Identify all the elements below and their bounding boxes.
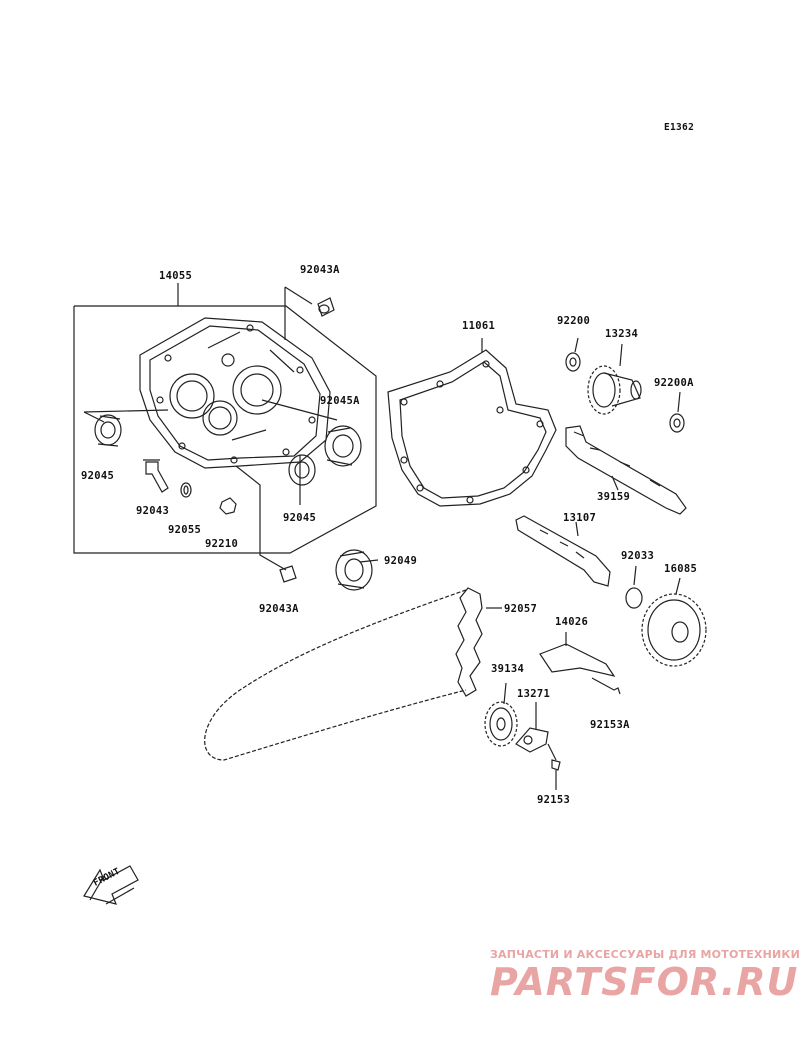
part-label-14055[interactable]: 14055	[159, 270, 193, 282]
part-label-92043A-bottom[interactable]: 92043A	[259, 603, 299, 615]
part-label-39134[interactable]: 39134	[491, 663, 525, 675]
pin-92043	[143, 459, 169, 493]
sprocket-39134	[484, 682, 518, 747]
part-label-92045A[interactable]: 92045A	[320, 395, 360, 407]
diagram-code: E1362	[664, 122, 695, 133]
part-label-92045-left[interactable]: 92045	[81, 470, 115, 482]
watermark-brand: PARTSFOR.RU	[490, 960, 799, 1004]
part-label-39159[interactable]: 39159	[597, 491, 631, 503]
bolt-92153	[551, 759, 561, 790]
part-label-92057[interactable]: 92057	[504, 603, 538, 615]
gear-16085	[641, 577, 707, 667]
bearing-92045-right	[288, 454, 316, 486]
nut-92210	[219, 497, 237, 515]
part-label-13107[interactable]: 13107	[563, 512, 597, 524]
plate-13271	[515, 702, 557, 761]
part-label-92153[interactable]: 92153	[537, 794, 571, 806]
part-label-92043A-top[interactable]: 92043A	[300, 264, 340, 276]
part-label-92049[interactable]: 92049	[384, 555, 418, 567]
oil-seal-92049	[335, 549, 373, 591]
dowel-pin-92043A-bottom	[279, 565, 297, 583]
part-label-92055[interactable]: 92055	[168, 524, 202, 536]
watermark-subtitle: ЗАПЧАСТИ И АКСЕССУАРЫ ДЛЯ МОТОТЕХНИКИ	[490, 948, 800, 961]
part-label-92200[interactable]: 92200	[557, 315, 591, 327]
shaft-39159	[565, 425, 687, 515]
washer-92200	[565, 337, 581, 372]
o-ring-92055	[180, 482, 192, 498]
cover-14026	[539, 632, 616, 677]
drive-chain-92057	[204, 587, 502, 761]
part-label-92033[interactable]: 92033	[621, 550, 655, 562]
part-label-92153A[interactable]: 92153A	[590, 719, 630, 731]
bearing-92045A	[324, 425, 362, 467]
case-group-bracket	[73, 283, 377, 554]
shaft-13107	[515, 515, 611, 587]
part-label-14026[interactable]: 14026	[555, 616, 589, 628]
gear-13234	[587, 343, 642, 415]
part-label-92210[interactable]: 92210	[205, 538, 239, 550]
part-label-92045-right[interactable]: 92045	[283, 512, 317, 524]
part-label-13271[interactable]: 13271	[517, 688, 551, 700]
circlip-92033	[625, 565, 643, 609]
bolt-92153A	[591, 677, 621, 695]
front-direction-arrow	[83, 865, 139, 905]
dowel-pin-92043A-top	[317, 297, 335, 317]
part-label-92200A[interactable]: 92200A	[654, 377, 694, 389]
part-label-11061[interactable]: 11061	[462, 320, 496, 332]
case-leader-lines	[83, 286, 379, 571]
transmission-case-14055	[139, 317, 331, 469]
part-label-13234[interactable]: 13234	[605, 328, 639, 340]
part-label-16085[interactable]: 16085	[664, 563, 698, 575]
bearing-92045-left	[94, 414, 122, 447]
washer-92200A	[669, 391, 685, 433]
gasket-11061	[387, 338, 557, 507]
part-label-92043[interactable]: 92043	[136, 505, 170, 517]
